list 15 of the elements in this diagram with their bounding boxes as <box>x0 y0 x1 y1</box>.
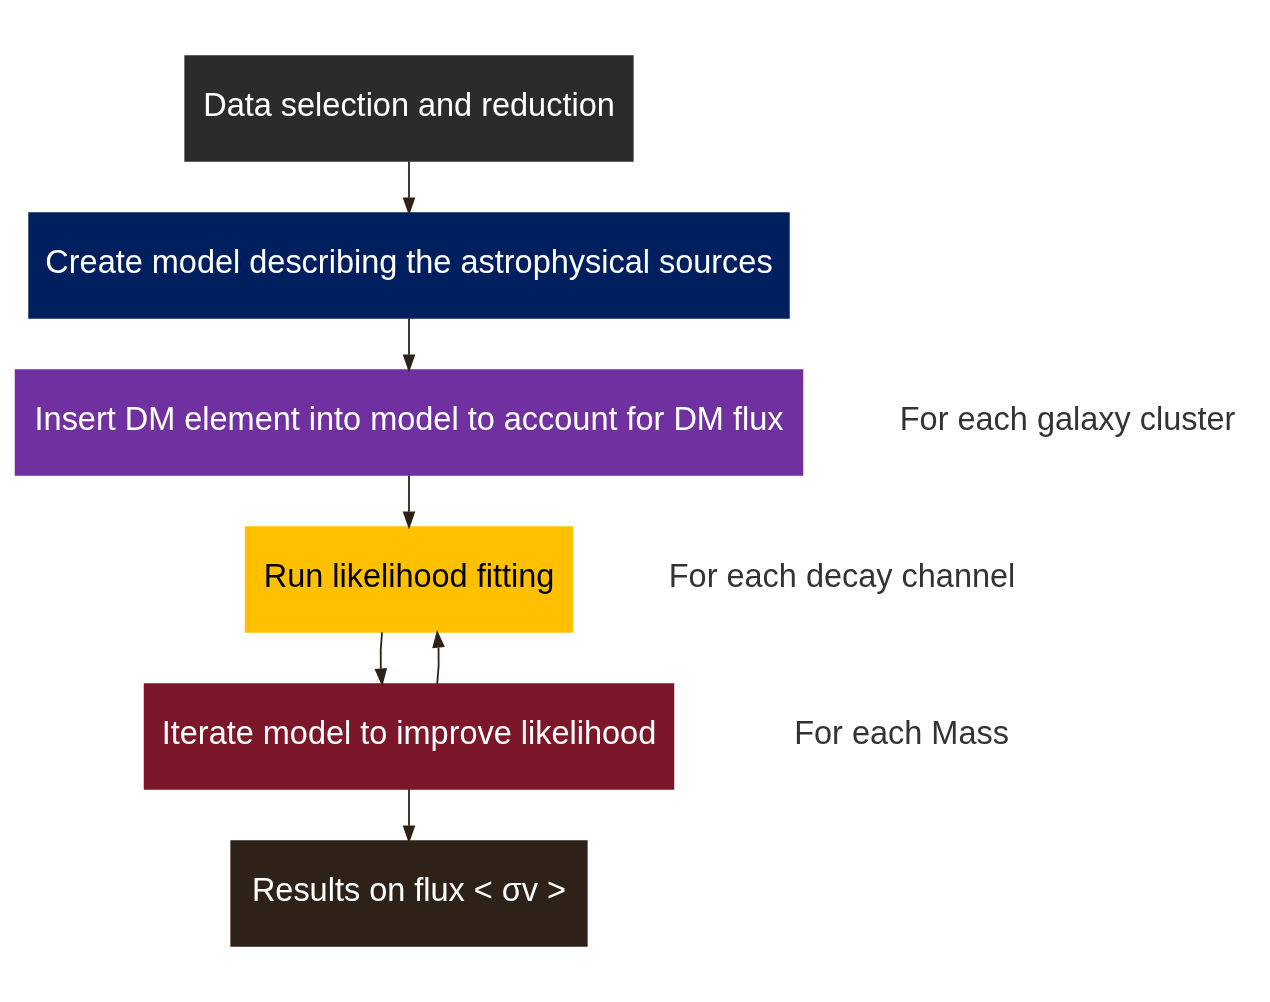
node-box: Insert DM element into model to account for DM flux <box>14 369 804 476</box>
arrow <box>402 474 416 530</box>
arrow <box>402 317 416 373</box>
label: For each decay channel <box>668 558 1016 595</box>
label: For each galaxy cluster <box>899 401 1236 438</box>
node-box: Run likelihood fitting <box>244 526 574 633</box>
node-box: Create model describing the astrophysical sources <box>28 212 790 319</box>
node-box: Data selection and reduction <box>184 55 634 162</box>
arrow <box>374 631 388 687</box>
arrow <box>432 629 445 685</box>
node-box: Iterate model to improve likelihood <box>143 683 675 790</box>
node-box: Results on flux < σv > <box>230 840 588 947</box>
arrow <box>402 160 416 216</box>
label: For each Mass <box>794 715 1009 752</box>
arrow <box>402 788 416 844</box>
